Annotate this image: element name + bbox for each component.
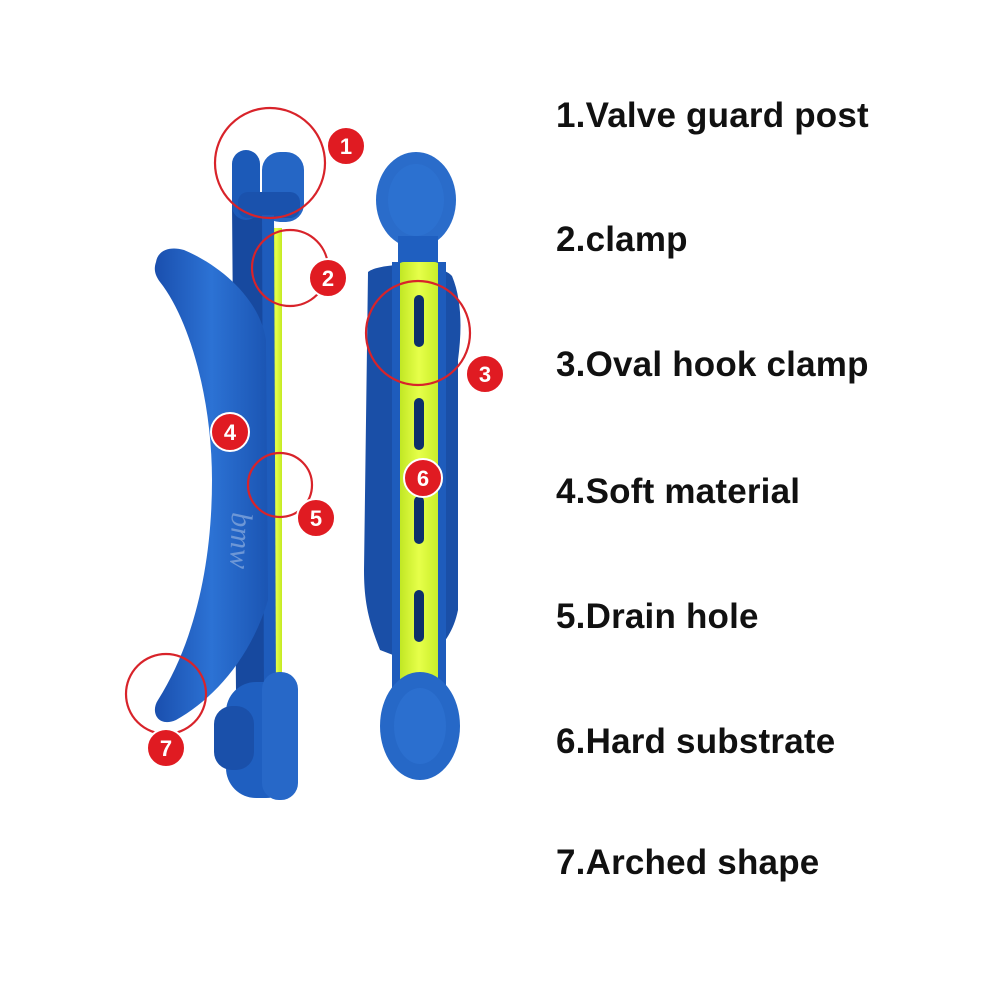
svg-text:4: 4 bbox=[224, 420, 237, 445]
legend-item-drain-hole: 5.Drain hole bbox=[556, 597, 759, 636]
legend-item-valve-guard-post: 1.Valve guard post bbox=[556, 96, 869, 135]
ring-1 bbox=[213, 106, 327, 220]
svg-text:3: 3 bbox=[479, 362, 491, 387]
svg-text:7: 7 bbox=[160, 736, 172, 761]
legend-item-hard-substrate: 6.Hard substrate bbox=[556, 722, 836, 761]
callout-3: 3 bbox=[465, 354, 505, 394]
side-bottom-post bbox=[214, 672, 298, 800]
callout-5: 5 bbox=[296, 498, 336, 538]
legend-item-oval-hook-clamp: 3.Oval hook clamp bbox=[556, 345, 869, 384]
drain-slots bbox=[414, 295, 424, 642]
product-figure: bmw bbox=[124, 106, 505, 800]
legend-item-clamp: 2.clamp bbox=[556, 220, 688, 259]
side-view-clip: bmw bbox=[154, 150, 304, 800]
feature-legend: 1.Valve guard post 2.clamp 3.Oval hook c… bbox=[556, 0, 986, 1000]
callout-2: 2 bbox=[308, 258, 348, 298]
brand-mark: bmw bbox=[223, 512, 258, 570]
callout-7: 7 bbox=[146, 728, 186, 768]
ring-3 bbox=[364, 279, 472, 387]
arched-soft-piece bbox=[154, 248, 268, 723]
svg-text:1: 1 bbox=[340, 134, 352, 159]
legend-item-arched-shape: 7.Arched shape bbox=[556, 843, 820, 882]
svg-text:6: 6 bbox=[417, 466, 429, 491]
callout-6: 6 bbox=[403, 458, 443, 498]
callout-4: 4 bbox=[210, 412, 250, 452]
svg-text:2: 2 bbox=[322, 266, 334, 291]
callout-badges: 1 2 3 4 5 6 7 bbox=[146, 126, 505, 768]
svg-text:5: 5 bbox=[310, 506, 322, 531]
callout-1: 1 bbox=[326, 126, 366, 166]
legend-item-soft-material: 4.Soft material bbox=[556, 472, 801, 511]
valve-guard-post bbox=[232, 150, 304, 222]
ring-5 bbox=[246, 451, 314, 519]
